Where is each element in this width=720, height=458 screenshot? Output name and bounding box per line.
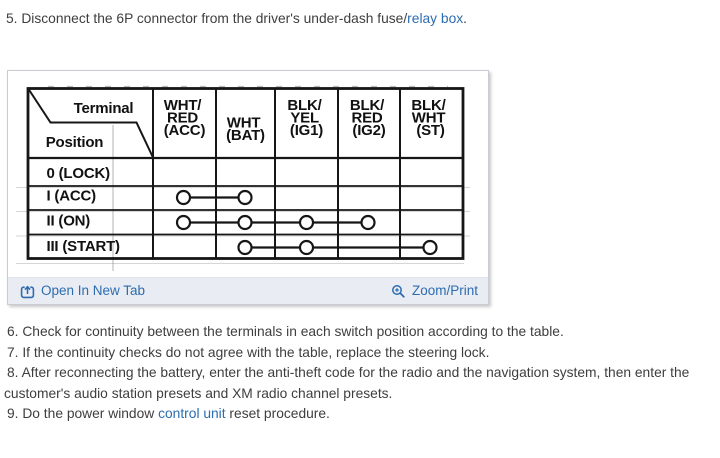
continuity-table-image: Terminal Position WHT/ RED (ACC) WHT (BA… [16,85,470,271]
zoom-print-label: Zoom/Print [411,282,478,298]
step-9-post: reset procedure. [225,406,330,421]
terminal-contact-circle [175,214,192,231]
row-label-lock: 0 (LOCK) [47,165,111,182]
step-7-text: 7. If the continuity checks do not agree… [7,344,490,360]
figure-toolbar: Open In New Tab Zoom/Print [8,277,488,304]
column-header-ig1: BLK/ YEL (IG1) [287,97,325,139]
row-label-start: III (START) [47,238,121,255]
step-5-pre: 5. Disconnect the 6P connector from the … [6,11,408,26]
row-label-on: II (ON) [47,213,91,230]
column-header-ig2: BLK/ RED (IG2) [350,97,388,139]
terminal-contact-circle [360,214,376,231]
terminal-contact-circle [237,239,253,256]
step-6-text: 6. Check for continuity between the term… [7,324,564,339]
column-header-acc: WHT/ RED (ACC) [164,97,206,139]
table-border [26,87,465,260]
step-8-text: 8. After reconnecting the battery, enter… [4,365,690,401]
zoom-magnifier-icon [392,284,405,298]
column-header-bat: WHT (BAT) [226,115,265,145]
terminal-contact-circle [237,189,253,206]
terminal-contact-circle [298,214,315,231]
step-5-post: . [463,11,467,26]
terminal-contact-circle [237,214,253,231]
row-label-acc: I (ACC) [47,188,97,205]
open-in-new-tab-icon [20,285,35,298]
corner-diagonal [27,88,154,158]
corner-label-position: Position [46,134,104,151]
relay-box-link[interactable]: relay box [407,11,464,26]
continuity-connections [175,189,438,256]
step-5-text: 5. Disconnect the 6P connector from the … [6,9,716,30]
terminal-contact-circle [422,239,438,256]
steps-list: 6. Check for continuity between the term… [4,322,716,425]
open-in-new-tab-label: Open In New Tab [41,282,146,298]
terminal-contact-circle [175,189,192,206]
corner-label-terminal: Terminal [74,100,134,117]
terminal-contact-circle [298,239,315,256]
step-9-pre: 9. Do the power window [7,406,159,421]
step-9-text: 9. Do the power window control unit rese… [4,404,716,425]
zoom-print-link[interactable]: Zoom/Print [391,281,478,302]
column-header-st: BLK/ WHT (ST) [411,97,449,139]
figure-panel: Terminal Position WHT/ RED (ACC) WHT (BA… [7,70,489,305]
control-unit-link[interactable]: control unit [158,406,226,421]
open-in-new-tab-link[interactable]: Open In New Tab [20,281,145,302]
